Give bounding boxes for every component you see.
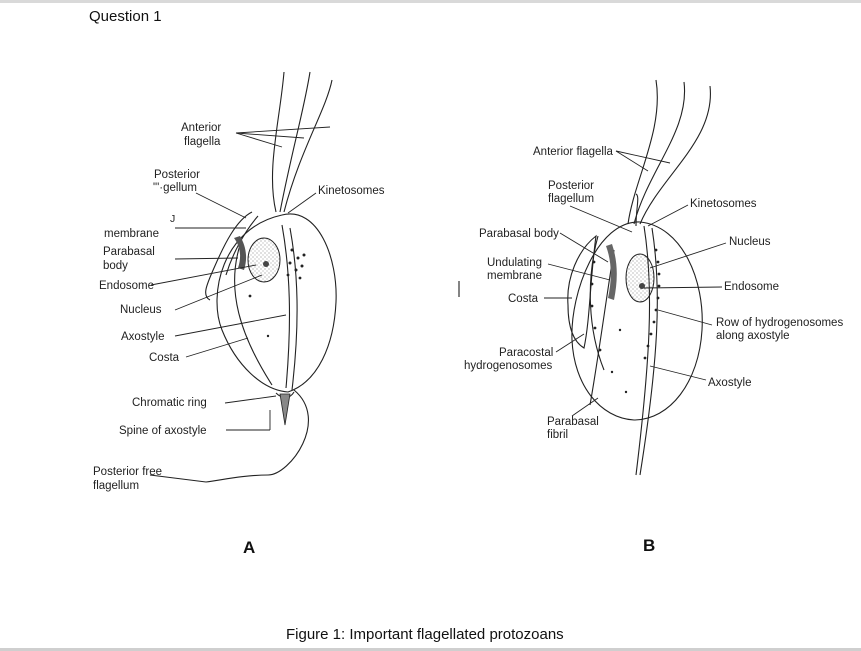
granules-a — [248, 248, 306, 338]
label-nucleus-a: Nucleus — [120, 304, 162, 316]
undulating-membrane-b — [567, 234, 597, 349]
label-posterior-free-flagellum-a-1: Posterior free — [93, 466, 162, 478]
costa-a — [234, 244, 273, 386]
posterior-flagellum-b — [635, 193, 639, 227]
bottom-border — [0, 648, 861, 651]
label-posterior-flagellum-a-1: Posterior — [154, 169, 200, 181]
label-parabasal-body-a-2: body — [103, 260, 128, 272]
figure-caption: Figure 1: Important flagellated protozoa… — [286, 626, 564, 643]
panel-letter-a: A — [243, 538, 256, 557]
label-endosome-b: Endosome — [724, 281, 779, 293]
label-axostyle-a: Axostyle — [121, 331, 164, 343]
top-border — [0, 0, 861, 3]
question-heading: Question 1 — [89, 8, 162, 25]
label-endosome-a: Endosome — [99, 280, 154, 292]
label-undulating-membrane-b-1: Undulating — [487, 257, 542, 269]
paracostal-hydrogenosomes-b — [590, 260, 628, 394]
leader-lines-a — [149, 126, 331, 483]
label-spine-of-axostyle-a: Spine of axostyle — [119, 425, 207, 437]
label-membrane-a: membrane — [104, 228, 159, 240]
hydrogenosome-row-b — [643, 248, 661, 360]
anterior-flagella-a — [271, 71, 333, 213]
labels-b: Anterior flagella Posterior flagellum Ki… — [464, 146, 843, 441]
label-parabasal-fibril-b-1: Parabasal — [547, 416, 599, 428]
endosome-a — [263, 261, 269, 267]
label-parabasal-body-a-1: Parabasal — [103, 246, 155, 258]
label-posterior-flagellum-a-2: "'·gellum — [153, 182, 197, 194]
label-row-hydrogenosomes-b-2: along axostyle — [716, 330, 790, 342]
nucleus-b — [625, 253, 655, 303]
label-kinetosomes-a: Kinetosomes — [318, 185, 385, 197]
axostyle-b — [635, 225, 651, 476]
parabasal-fibril-b — [589, 249, 615, 406]
label-paracostal-b-1: Paracostal — [499, 347, 553, 359]
posterior-free-flagellum-a — [205, 389, 309, 483]
parabasal-body-b — [606, 244, 617, 300]
cell-body-a — [216, 213, 337, 393]
label-kinetosomes-b: Kinetosomes — [690, 198, 757, 210]
label-axostyle-b: Axostyle — [708, 377, 751, 389]
label-anterior-flagella-a-1: Anterior — [181, 122, 221, 134]
label-anterior-flagella-a-2: flagella — [184, 136, 221, 148]
label-membrane-tick-a: J — [170, 213, 175, 225]
label-costa-b: Costa — [508, 293, 539, 305]
label-costa-a: Costa — [149, 352, 180, 364]
costa-b — [589, 235, 605, 371]
label-parabasal-fibril-b-2: fibril — [547, 429, 568, 441]
anterior-flagella-b — [627, 79, 711, 225]
axostyle-a — [281, 224, 291, 389]
spine-of-axostyle-a — [279, 393, 291, 426]
labels-a: Anterior flagella Posterior "'·gellum Ki… — [93, 122, 385, 492]
label-chromatic-ring-a: Chromatic ring — [132, 397, 207, 409]
cell-body-b — [571, 221, 703, 421]
label-posterior-flagellum-b-2: flagellum — [548, 193, 594, 205]
leader-lines-b — [544, 150, 727, 417]
label-posterior-flagellum-b-1: Posterior — [548, 180, 594, 192]
panel-letter-b: B — [643, 536, 656, 555]
label-anterior-flagella-b: Anterior flagella — [533, 146, 614, 158]
organism-b — [567, 79, 711, 476]
organism-a — [205, 71, 337, 483]
label-undulating-membrane-b-2: membrane — [487, 270, 542, 282]
label-nucleus-b: Nucleus — [729, 236, 771, 248]
nucleus-a — [247, 237, 281, 283]
parabasal-body-a — [234, 236, 247, 270]
label-paracostal-b-2: hydrogenosomes — [464, 360, 552, 372]
label-parabasal-body-b: Parabasal body — [479, 228, 559, 240]
endosome-b — [639, 283, 645, 289]
label-row-hydrogenosomes-b-1: Row of hydrogenosomes — [716, 317, 843, 329]
label-posterior-free-flagellum-a-2: flagellum — [93, 480, 139, 492]
undulating-membrane-a — [205, 211, 253, 301]
